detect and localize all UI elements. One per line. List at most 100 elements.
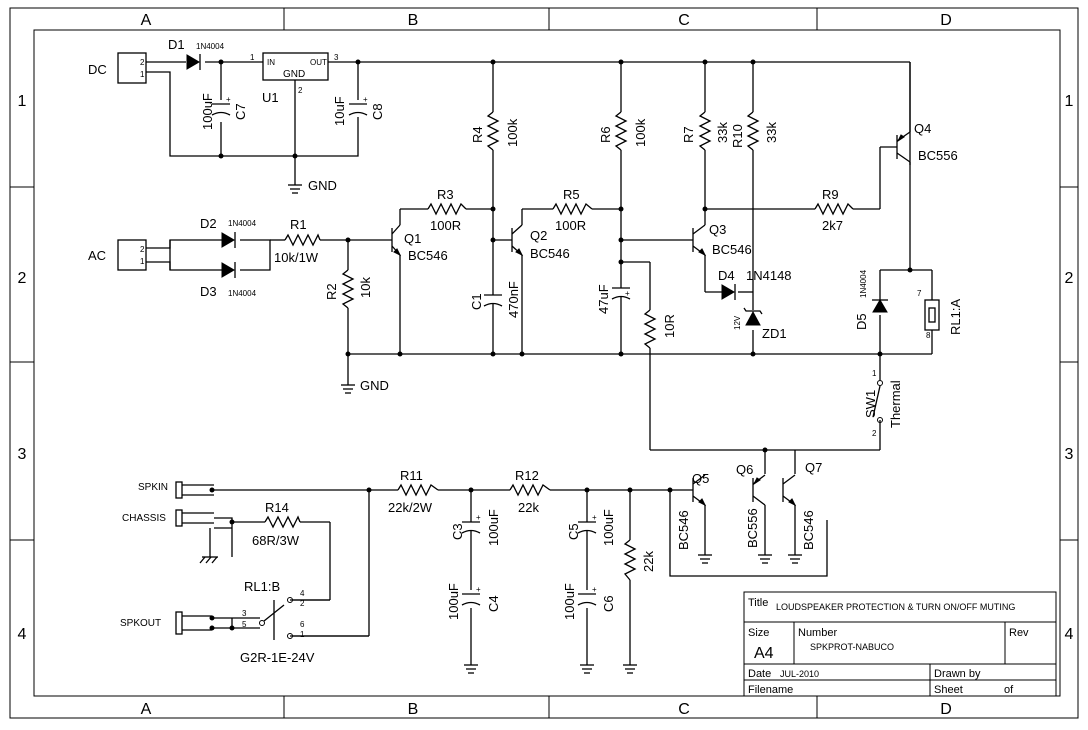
r7-label: R7: [681, 126, 696, 143]
zone-row-label: 1: [1065, 93, 1074, 110]
svg-text:2: 2: [300, 599, 305, 608]
r5-value: 100R: [555, 218, 586, 233]
filename-label: Filename: [748, 684, 793, 696]
diode-d4: D4 1N4148: [718, 268, 792, 300]
transistor-q1: Q1 BC546: [391, 224, 448, 263]
q1-value: BC546: [408, 248, 448, 263]
r7-value: 33k: [715, 122, 730, 143]
c7-label: C7: [233, 103, 248, 120]
c4-value: 100uF: [446, 583, 461, 620]
d4-label: D4: [718, 268, 735, 283]
sw1-label: SW1: [863, 390, 878, 418]
thermal-label: Thermal: [888, 380, 903, 428]
u1-label: U1: [262, 90, 279, 105]
connector-spkout: SPKOUT: [120, 611, 212, 635]
svg-text:GND: GND: [308, 178, 337, 193]
zone-col-label: D: [940, 701, 952, 718]
svg-text:+: +: [476, 513, 481, 522]
capacitor-c6: + 100uF C6: [562, 583, 616, 620]
transistor-q6: Q6 BC556: [736, 462, 772, 564]
title-value: LOUDSPEAKER PROTECTION & TURN ON/OFF MUT…: [776, 602, 1015, 612]
diode-d3: D3 1N4004: [200, 262, 257, 299]
capacitor-c5: + C5 100uF: [566, 509, 616, 546]
resistor-r1: R1 10k/1W: [274, 217, 321, 265]
transistor-q3: Q3 BC546: [692, 222, 752, 257]
q4-value: BC556: [918, 148, 958, 163]
r6-label: R6: [598, 126, 613, 143]
resistor-r6: R6 100k: [598, 111, 648, 151]
zone-col-label: D: [940, 12, 952, 29]
transistor-q5: Q5 BC546: [676, 471, 712, 564]
zone-row-label: 3: [18, 446, 27, 463]
c1-label: C1: [469, 293, 484, 310]
svg-text:OUT: OUT: [310, 58, 327, 67]
svg-text:2: 2: [872, 429, 877, 438]
d3-label: D3: [200, 284, 217, 299]
r2-label: R2: [324, 283, 339, 300]
r1-label: R1: [290, 217, 307, 232]
svg-text:1: 1: [140, 257, 145, 266]
c6-value: 100uF: [562, 583, 577, 620]
resistor-r7: R7 33k: [681, 111, 730, 151]
svg-text:IN: IN: [267, 58, 275, 67]
r3-label: R3: [437, 187, 454, 202]
resistor-r5: R5 100R: [552, 187, 593, 233]
svg-text:3: 3: [242, 609, 247, 618]
q5-label: Q5: [692, 471, 709, 486]
capacitor-c2: + 47uF: [596, 284, 631, 314]
svg-text:+: +: [363, 95, 368, 104]
zone-labels: A B C D A B C D 1 2 3 4 1 2 3 4: [18, 12, 1074, 718]
c5-value: 100uF: [601, 509, 616, 546]
d5-value: 1N4004: [859, 269, 868, 298]
zone-row-label: 4: [1065, 626, 1074, 643]
d3-value: 1N4004: [228, 289, 257, 298]
c2-value: 47uF: [596, 284, 611, 314]
capacitor-c8: + 10uF C8: [332, 95, 385, 126]
zener-zd1: ZD1 12V: [733, 307, 787, 341]
zd1-label: ZD1: [762, 326, 787, 341]
svg-text:1: 1: [250, 53, 255, 62]
r10-value: 33k: [764, 122, 779, 143]
relay-part-number: G2R-1E-24V: [240, 650, 315, 665]
zone-row-label: 4: [18, 626, 27, 643]
capacitor-c4: + 100uF C4: [446, 583, 501, 620]
resistor-r11: R11 22k/2W: [388, 468, 439, 515]
regulator-u1: IN OUT GND 1 3 2 U1: [250, 52, 339, 105]
r14-label: R14: [265, 500, 289, 515]
r13-value: 22k: [641, 551, 656, 572]
r6-value: 100k: [633, 118, 648, 147]
svg-text:+: +: [476, 585, 481, 594]
q6-label: Q6: [736, 462, 753, 477]
r3-value: 100R: [430, 218, 461, 233]
resistor-r13: 22k: [623, 539, 656, 581]
zone-row-label: 2: [18, 270, 27, 287]
ac-label: AC: [88, 248, 106, 263]
zone-col-label: B: [408, 12, 419, 29]
zone-col-label: A: [141, 701, 152, 718]
number-label: Number: [798, 627, 837, 639]
r12-label: R12: [515, 468, 539, 483]
c4-label: C4: [486, 595, 501, 612]
svg-text:+: +: [592, 513, 597, 522]
sheet-frame: [9, 7, 1079, 719]
junction-dots: [209, 59, 913, 631]
svg-text:5: 5: [242, 620, 247, 629]
resistor-r9: R9 2k7: [814, 187, 854, 233]
d1-label: D1: [168, 37, 185, 52]
svg-text:1: 1: [300, 630, 305, 639]
zone-col-label: B: [408, 701, 419, 718]
resistor-r3: R3 100R: [427, 187, 467, 233]
zone-row-label: 3: [1065, 446, 1074, 463]
svg-text:2: 2: [140, 245, 145, 254]
drawn-by-label: Drawn by: [934, 668, 981, 680]
c6-label: C6: [601, 595, 616, 612]
r11-value: 22k/2W: [388, 500, 433, 515]
zone-col-label: A: [141, 12, 152, 29]
r11-label: R11: [400, 468, 423, 483]
d4-value: 1N4148: [746, 268, 792, 283]
resistor-r12: R12 22k: [509, 468, 551, 515]
svg-text:2: 2: [298, 86, 303, 95]
capacitor-c3: + C3 100uF: [450, 509, 501, 546]
capacitor-c7: + 100uF C7: [200, 93, 248, 130]
relay-contact-rl1b: 3 5 4 2 6 1 RL1:B G2R-1E-24V: [240, 579, 369, 665]
